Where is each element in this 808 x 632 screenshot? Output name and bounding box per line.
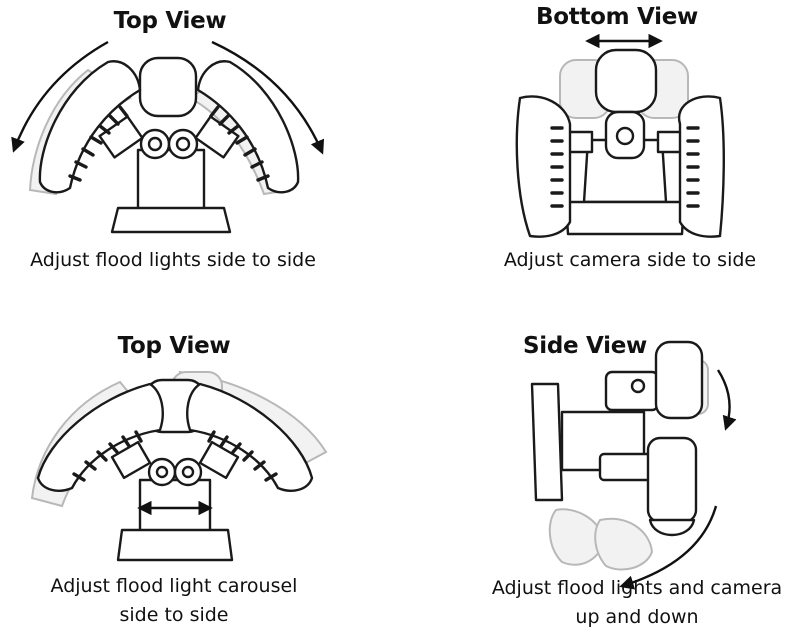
floodlight-top-view-illustration xyxy=(11,40,325,234)
caption-line: side to side xyxy=(119,604,229,626)
arm-left xyxy=(110,440,152,480)
motion-sensor-pair xyxy=(147,457,203,487)
light-lens xyxy=(648,518,696,537)
cooling-fins-right xyxy=(209,105,270,182)
cooling-fins-left xyxy=(68,105,129,182)
light-head-right xyxy=(196,60,300,194)
camera-head xyxy=(654,340,704,420)
cooling-fins-left xyxy=(550,126,564,208)
camera-pivot xyxy=(630,378,646,394)
light-head-right xyxy=(186,382,314,492)
caption-line: Adjust flood light carousel xyxy=(50,575,298,597)
panel-2-title: Bottom View xyxy=(536,4,698,30)
cooling-fins-left xyxy=(72,430,143,482)
panel-4-caption: Adjust flood lights and camera up and do… xyxy=(492,574,782,632)
tilt-side-view-illustration xyxy=(530,340,737,590)
light-head-left xyxy=(515,95,572,238)
light-head-ghost-low xyxy=(548,508,606,566)
cooling-fins-right xyxy=(686,126,700,208)
rotate-right-arrow xyxy=(211,40,325,155)
camera-head xyxy=(594,48,658,114)
light-head xyxy=(646,436,698,524)
caption-line: Adjust flood lights side to side xyxy=(30,249,316,271)
light-head-left xyxy=(36,382,164,492)
caption-line: Adjust camera side to side xyxy=(503,249,757,271)
mount-column xyxy=(136,148,206,212)
mount-base xyxy=(110,206,232,234)
arm-right xyxy=(198,440,240,480)
panel-3-title: Top View xyxy=(117,333,231,359)
bracket-pivot xyxy=(615,126,635,146)
caption-line: up and down xyxy=(575,606,699,628)
panel-3-caption: Adjust flood light carousel side to side xyxy=(51,572,298,630)
wall-plate xyxy=(530,382,564,502)
camera-head xyxy=(138,56,198,118)
mount-base xyxy=(564,200,686,236)
arm-right xyxy=(194,115,240,159)
panel-4-title: Side View xyxy=(523,333,647,359)
carousel-top-view-illustration xyxy=(30,370,328,562)
camera-neck xyxy=(604,370,660,412)
mount-base xyxy=(116,528,234,562)
caption-line: Adjust flood lights and camera xyxy=(491,577,783,599)
motion-sensor-pair xyxy=(139,128,199,160)
light-tilt-arrow xyxy=(619,505,718,590)
light-head-ghost-mid xyxy=(594,517,654,571)
camera-bottom-view-illustration xyxy=(515,33,725,238)
camera-tilt-arrow xyxy=(716,369,737,431)
cooling-fins-right xyxy=(207,430,278,482)
arm-left xyxy=(98,115,144,159)
rotate-left-arrow xyxy=(11,40,109,153)
light-head-right xyxy=(677,95,725,238)
panel-1-caption: Adjust flood lights side to side xyxy=(30,246,316,275)
panel-2-caption: Adjust camera side to side xyxy=(504,246,756,275)
mount-column xyxy=(138,478,212,534)
light-head-left xyxy=(38,60,142,194)
panel-1-title: Top View xyxy=(113,8,227,34)
